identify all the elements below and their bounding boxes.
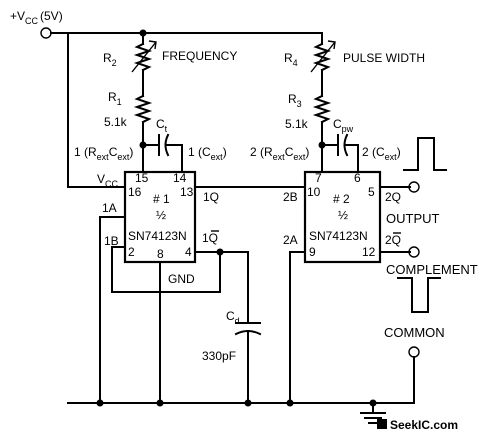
r3-label: R3 [288,92,302,109]
cd-label: Cd [226,309,240,326]
chip2-name: SN74123N [309,229,368,243]
chip2-pin5: 5 [368,185,375,199]
output-label: OUTPUT [386,211,440,226]
chip1-pin14: 14 [173,171,187,185]
c2-capacitor [321,133,359,173]
chip2-pin7: 7 [315,171,322,185]
ground-symbol-icon [360,412,386,424]
chip1-1q-label: 1Q [203,190,219,204]
common-terminal [408,346,420,358]
chip1-rext-label: 1 (RextCext) [74,145,133,162]
pulse-width-label: PULSE WIDTH [343,51,425,65]
vcc-terminal [40,27,52,39]
r1-resistor [133,94,153,173]
r3-value: 5.1k [285,117,309,131]
frequency-label: FREQUENCY [162,49,237,63]
chip1-name: SN74123N [128,229,187,243]
chip1-pin13: 13 [180,185,194,199]
r4-label: R4 [284,51,298,68]
chip1-ic [123,170,197,264]
chip2-pin6: 6 [354,171,361,185]
cd-value: 330pF [202,349,236,363]
chip1-half: ½ [156,208,166,222]
chip2-body [303,170,382,264]
chip2-ic [303,170,382,264]
vcc-label: +VCC(5V) [10,9,63,26]
chip2-number: # 2 [333,192,350,206]
r2-label: R2 [103,51,117,68]
chip2-half: ½ [338,208,348,222]
chip1-pin16: 16 [128,185,142,199]
chip1-1a-label: 1A [102,201,117,215]
watermark-text: SeekIC.com [390,418,458,432]
chip1-pin8: 8 [157,247,164,261]
r2-frequency-pot [131,32,157,97]
chip2-cext-label: 2 (Cext) [362,145,401,162]
chip2-pin12: 12 [362,245,376,259]
chip1-number: # 1 [153,192,170,206]
chip1-gnd-label: GND [168,272,195,286]
chip1-body [123,170,197,264]
r1-label: R1 [108,90,122,107]
chip1-pin15: 15 [135,171,149,185]
chip2-rext-label: 2 (RextCext) [250,145,309,162]
c2-label: Cpw [333,117,354,134]
cd-capacitor [234,322,262,404]
chip2-wiring [289,186,411,404]
chip1-pin2: 2 [128,245,135,259]
chip1-wiring [99,186,306,404]
pulse-waveform-icon [403,137,447,171]
c1-capacitor [142,133,183,173]
complement-terminal [408,246,420,258]
chip1-pin4: 4 [185,245,192,259]
chip1-cext-label: 1 (Cext) [188,145,227,162]
c1-label: Ct [156,117,168,134]
inverted-pulse-waveform-icon [397,277,441,313]
chip1-vcc-label: VCC [97,172,119,189]
chip2-2a-label: 2A [283,233,298,247]
chip2-pin9: 9 [309,245,316,259]
r3-resistor [312,94,332,173]
output-terminal [408,181,420,193]
chip2-2b-label: 2B [283,190,298,204]
r4-pulse-width-pot [310,32,336,97]
r1-value: 5.1k [104,115,128,129]
ground-bus [67,356,415,414]
chip2-pin10: 10 [307,185,321,199]
chip1-1b-label: 1B [104,234,119,248]
common-label: COMMON [384,325,445,340]
chip2-2q-label: 2Q [385,190,401,204]
complement-label: COMPLEMENT [386,262,478,277]
chip1-1qbar-label: 1Q [202,231,218,245]
seekic-logo: SeekIC.com [377,418,458,432]
chip2-2qbar-label: 2Q [385,233,401,247]
